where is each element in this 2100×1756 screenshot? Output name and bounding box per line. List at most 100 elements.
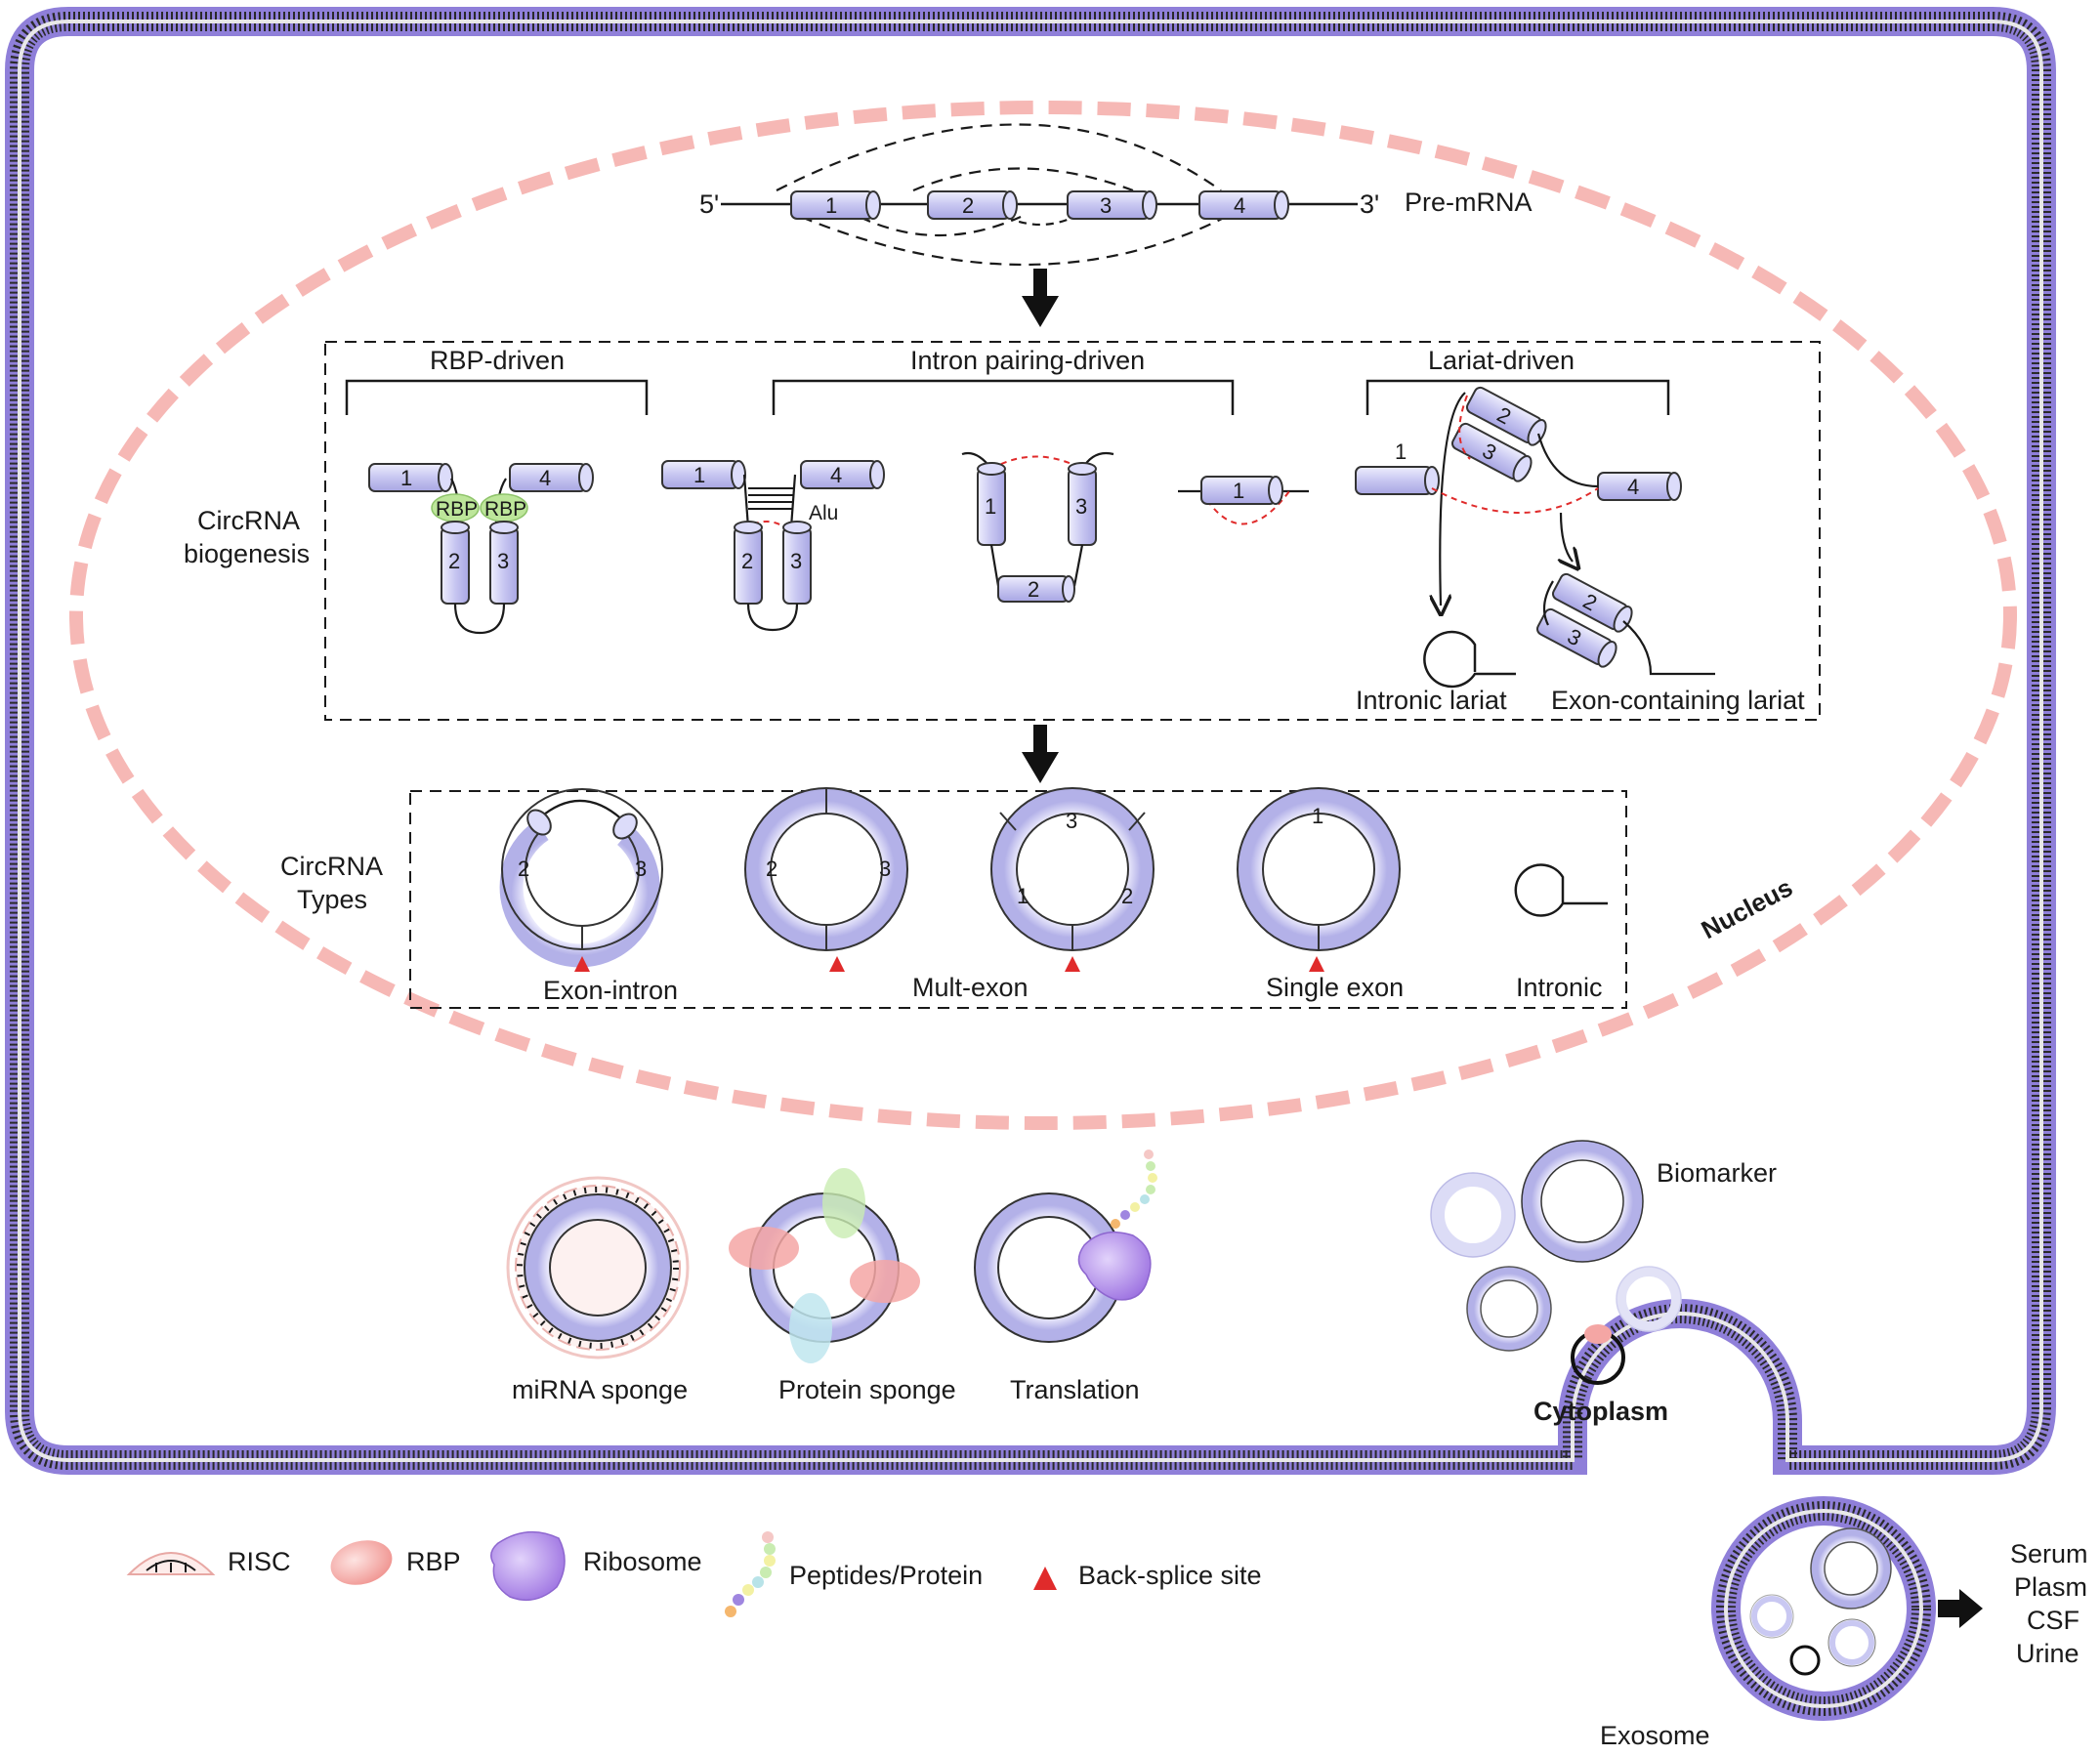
ribosome-shape <box>1077 1231 1152 1301</box>
rbp-protein-right <box>850 1260 920 1303</box>
svg-text:4: 4 <box>539 466 551 490</box>
arrow-down-1 <box>1022 269 1059 327</box>
protein-sponge: Protein sponge <box>729 1168 956 1404</box>
mirna-sponge-label: miRNA sponge <box>512 1375 688 1404</box>
svg-text:3: 3 <box>497 549 509 573</box>
single-exon-label: Single exon <box>1266 973 1404 1002</box>
svg-text:3: 3 <box>1100 193 1112 218</box>
protein-sponge-label: Protein sponge <box>778 1375 956 1404</box>
back-splice-marker-4 <box>1309 956 1324 972</box>
svg-text:2: 2 <box>1121 884 1133 908</box>
cell-membrane <box>5 7 2056 1475</box>
svg-text:4: 4 <box>830 463 842 487</box>
mirna-sponge: miRNA sponge <box>506 1176 690 1404</box>
arrow-down-2 <box>1022 725 1059 783</box>
intronic-type: Intronic <box>1514 863 1608 1002</box>
exon-1: 1 <box>790 190 881 220</box>
target-urine: Urine <box>2016 1639 2079 1668</box>
multi-exon-ring-a: 2 3 <box>744 787 908 972</box>
svg-text:RBP: RBP <box>436 498 478 521</box>
target-plasm: Plasm <box>2014 1572 2087 1602</box>
intronic-lariat-label: Intronic lariat <box>1356 686 1507 715</box>
multi-exon-ring-b: 3 1 2 Mult-exon <box>912 787 1155 1002</box>
legend-risc: RISC <box>126 1547 291 1576</box>
back-splice-marker-1 <box>574 956 590 972</box>
lariat-driven-title: Lariat-driven <box>1428 346 1575 375</box>
svg-text:2: 2 <box>448 549 460 573</box>
three-prime-label: 3' <box>1360 189 1379 219</box>
svg-text:1: 1 <box>1017 884 1029 908</box>
biogenesis-box <box>324 341 1821 721</box>
biomarker-label: Biomarker <box>1657 1158 1777 1188</box>
exon-4: 4 <box>1198 190 1289 220</box>
target-serum: Serum <box>2010 1539 2088 1568</box>
exosome-arrow <box>1938 1589 1983 1628</box>
svg-text:3: 3 <box>635 857 647 881</box>
svg-text:2: 2 <box>741 549 753 573</box>
exon-2: 2 <box>927 190 1018 220</box>
translation: Translation <box>974 1150 1157 1404</box>
legend-peptides: Peptides/Protein <box>725 1531 983 1617</box>
svg-text:1: 1 <box>1312 804 1323 828</box>
alu-label: Alu <box>809 502 838 524</box>
peptide-chain <box>1111 1150 1157 1229</box>
svg-text:2: 2 <box>962 193 974 218</box>
lariat-driven-panel: Lariat-driven 1 2 3 4 Intronic lariat <box>1355 346 1805 715</box>
types-label-line1: CircRNA <box>280 852 383 881</box>
intron-pairing-panel: Intron pairing-driven 1 4 Alu 2 3 1 <box>661 346 1309 632</box>
svg-text:RBP: RBP <box>484 498 526 521</box>
single-exon-ring: 1 Single exon <box>1237 787 1404 1002</box>
back-splice-marker-3 <box>1065 956 1080 972</box>
translation-label: Translation <box>1010 1375 1140 1404</box>
svg-text:4: 4 <box>1627 475 1639 499</box>
legend-back-splice-label: Back-splice site <box>1078 1561 1262 1590</box>
pre-mrna-label: Pre-mRNA <box>1405 188 1533 217</box>
biomarker-group: Biomarker <box>1430 1140 1777 1385</box>
exosome: Exosome <box>1600 1496 1936 1750</box>
rbp-driven-panel: RBP-driven 1 4 RBP RBP 2 3 <box>345 346 649 635</box>
legend-risc-label: RISC <box>228 1547 291 1576</box>
exon-intron-ring: 2 3 Exon-intron <box>499 788 678 1005</box>
legend-back-splice: Back-splice site <box>1033 1561 1262 1590</box>
svg-text:4: 4 <box>1234 193 1245 218</box>
types-label-line2: Types <box>297 885 367 914</box>
svg-text:2: 2 <box>766 857 777 881</box>
legend-ribosome-label: Ribosome <box>583 1547 702 1576</box>
types-box <box>409 790 1627 1009</box>
intron-pairing-title: Intron pairing-driven <box>910 346 1145 375</box>
svg-text:3: 3 <box>1075 494 1087 519</box>
rbp-protein-bottom <box>789 1293 832 1363</box>
rbp-driven-title: RBP-driven <box>430 346 565 375</box>
svg-text:3: 3 <box>1066 809 1077 833</box>
legend: RISC RBP Ribosome Peptides/Protein Back-… <box>126 1530 1262 1617</box>
nucleus-envelope <box>69 101 2017 1130</box>
svg-text:3: 3 <box>790 549 802 573</box>
pre-mrna: 5' 3' Pre-mRNA 1 2 3 4 <box>699 123 1533 267</box>
svg-text:3: 3 <box>879 857 891 881</box>
five-prime-label: 5' <box>699 189 719 219</box>
svg-text:1: 1 <box>693 463 705 487</box>
target-csf: CSF <box>2027 1606 2079 1635</box>
legend-rbp: RBP <box>330 1540 461 1585</box>
multi-exon-label: Mult-exon <box>912 973 1029 1002</box>
svg-text:1: 1 <box>1395 439 1407 464</box>
svg-text:2: 2 <box>1028 577 1039 602</box>
exon-lariat-label: Exon-containing lariat <box>1551 686 1805 715</box>
exon-3: 3 <box>1067 190 1157 220</box>
exosome-targets: Serum Plasm CSF Urine <box>2010 1539 2088 1668</box>
rbp-protein-left <box>729 1227 799 1270</box>
back-splice-marker-2 <box>829 956 845 972</box>
rbp-protein-top <box>822 1168 865 1238</box>
svg-text:2: 2 <box>518 857 529 881</box>
svg-text:1: 1 <box>400 466 412 490</box>
legend-peptides-label: Peptides/Protein <box>789 1561 983 1590</box>
legend-rbp-label: RBP <box>406 1547 461 1576</box>
back-splice-legend-icon <box>1033 1567 1057 1590</box>
biogenesis-label-line2: biogenesis <box>184 539 310 568</box>
nucleus-label: Nucleus <box>1697 872 1797 944</box>
cytoplasm-label: Cytoplasm <box>1533 1397 1668 1426</box>
legend-ribosome: Ribosome <box>490 1530 702 1602</box>
intronic-label: Intronic <box>1516 973 1603 1002</box>
exon-intron-label: Exon-intron <box>543 976 678 1005</box>
svg-text:1: 1 <box>1233 479 1244 503</box>
